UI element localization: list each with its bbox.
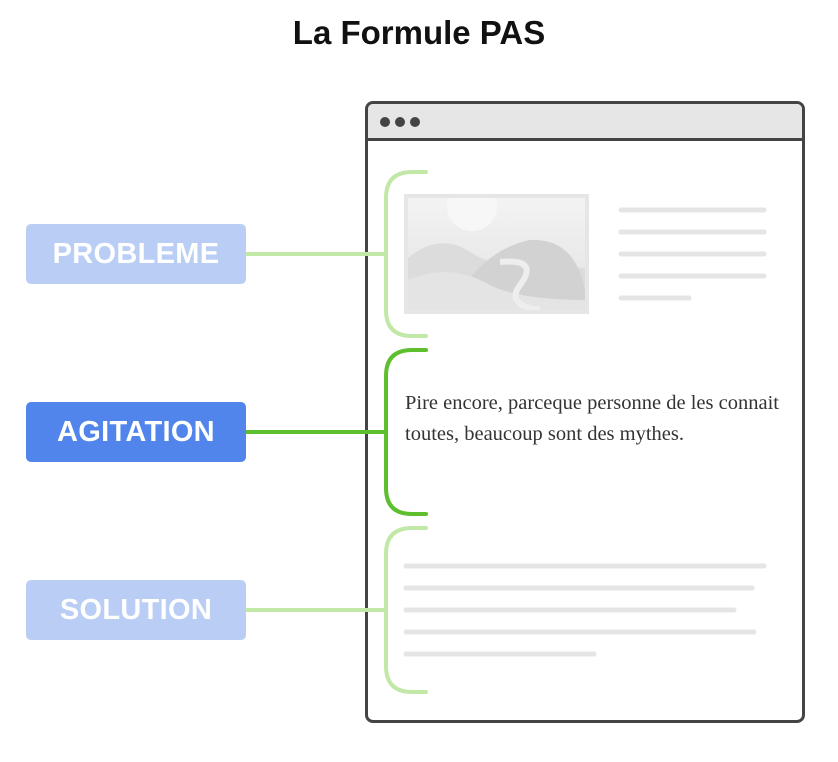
label-agitation: AGITATION (26, 402, 246, 462)
window-dot-icon (395, 117, 405, 127)
image-placeholder-icon (404, 194, 589, 314)
label-probleme: PROBLEME (26, 224, 246, 284)
agitation-text: Pire encore, parceque personne de les co… (405, 392, 779, 445)
placeholder-lines-bottom (403, 563, 767, 657)
browser-title-bar (368, 104, 802, 141)
window-dot-icon (410, 117, 420, 127)
placeholder-lines-top (618, 207, 767, 301)
bracket-solution (384, 526, 428, 694)
bracket-agitation (384, 348, 428, 516)
window-dot-icon (380, 117, 390, 127)
diagram-title: La Formule PAS (292, 14, 546, 51)
bracket-probleme (384, 170, 428, 338)
label-solution: SOLUTION (26, 580, 246, 640)
